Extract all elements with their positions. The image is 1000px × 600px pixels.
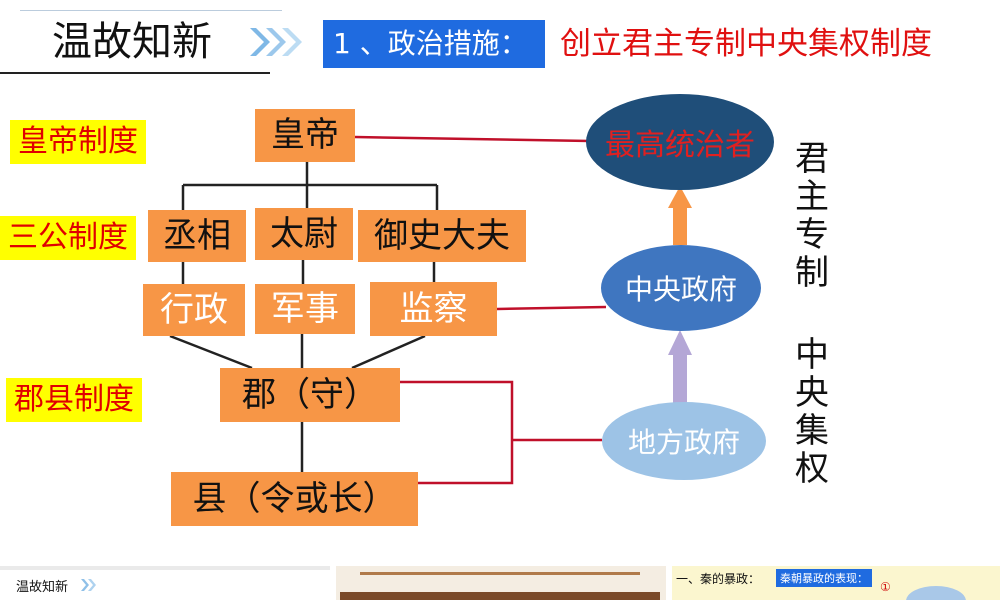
- vertical-char: 权: [795, 449, 829, 489]
- vertical-char: 制: [795, 253, 829, 293]
- vertical-char: 央: [795, 373, 829, 413]
- local-government-ellipse: 地方政府: [602, 402, 766, 480]
- title-top-rule: [20, 10, 282, 11]
- system-heading: 创立君主专制中央集权制度: [560, 26, 932, 62]
- emperor-box: 皇帝: [255, 109, 355, 162]
- chancellor-box: 丞相: [148, 210, 246, 262]
- thumbnail-ellipse: [906, 586, 966, 600]
- military-box: 军事: [255, 284, 355, 334]
- centralization-vertical-label: 中 央 集 权: [792, 336, 832, 488]
- chevron-right-icon: [250, 28, 302, 56]
- autocracy-vertical-label: 君 主 专 制: [792, 140, 832, 292]
- title-underline: [0, 72, 270, 74]
- thumbnail-badge: 秦朝暴政的表现：: [776, 569, 872, 587]
- thumbnail-rule: [360, 572, 640, 575]
- slide-thumbnail-1[interactable]: 温故知新: [0, 566, 330, 600]
- supreme-ruler-ellipse: 最高统治者: [586, 94, 774, 190]
- county-box: 县（令或长）: [171, 472, 418, 526]
- vertical-char: 主: [795, 177, 829, 217]
- chevron-right-icon: [81, 579, 96, 591]
- vertical-char: 集: [795, 411, 829, 451]
- commandant-box: 太尉: [255, 208, 353, 260]
- censor-box: 御史大夫: [358, 210, 526, 262]
- commandery-system-tag: 郡县制度: [6, 378, 142, 422]
- central-government-ellipse: 中央政府: [601, 245, 761, 331]
- vertical-char: 中: [795, 335, 829, 375]
- slide-thumbnail-3[interactable]: 一、秦的暴政： 秦朝暴政的表现： ①: [672, 566, 1000, 600]
- thumbnail-band: [340, 592, 660, 600]
- page-title: 温故知新: [52, 19, 212, 65]
- supervision-box: 监察: [370, 282, 497, 336]
- commandery-box: 郡（守）: [220, 368, 400, 422]
- administration-box: 行政: [143, 284, 245, 336]
- slide-thumbnail-2[interactable]: [336, 566, 666, 600]
- emperor-system-tag: 皇帝制度: [10, 120, 146, 164]
- thumbnail-number: ①: [880, 580, 891, 594]
- vertical-char: 专: [795, 215, 829, 255]
- vertical-char: 君: [795, 139, 829, 179]
- thumbnail-title: 温故知新: [16, 580, 69, 595]
- political-measures-label: 1 、政治措施：: [323, 20, 545, 68]
- three-lords-system-tag: 三公制度: [0, 216, 136, 260]
- thumbnail-heading: 一、秦的暴政：: [676, 572, 761, 586]
